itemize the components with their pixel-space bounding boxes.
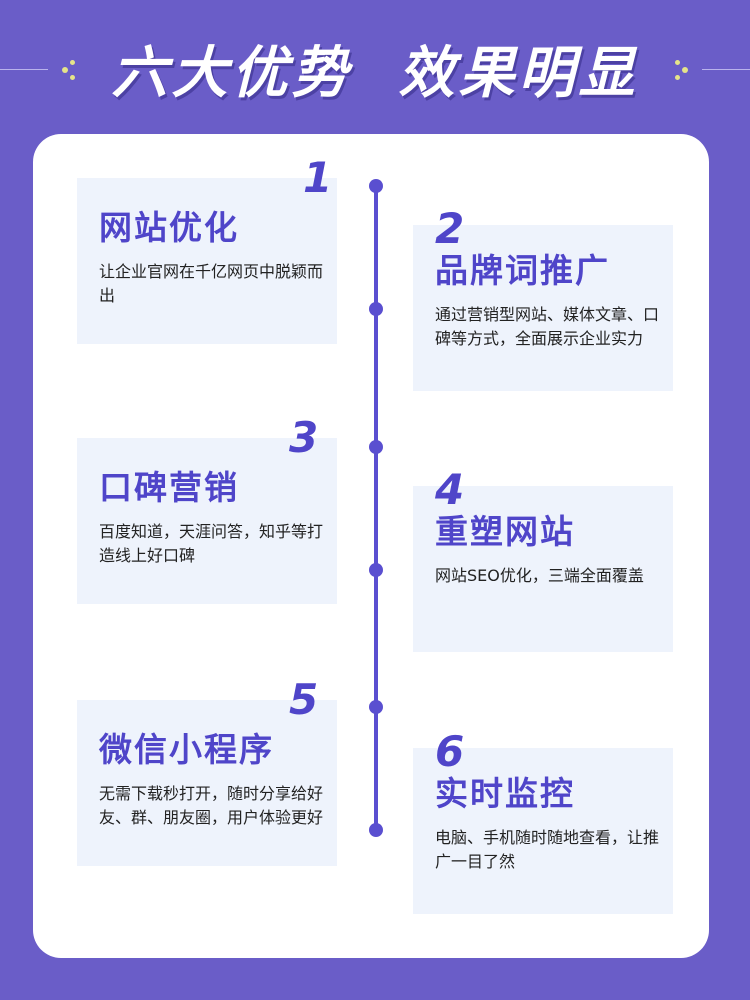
timeline-node (369, 440, 383, 454)
timeline-line (374, 184, 378, 830)
item-title: 口碑营销 (99, 468, 239, 507)
advantage-item-6: 6 实时监控 电脑、手机随时随地查看，让推广一目了然 (413, 730, 673, 914)
timeline-node (369, 823, 383, 837)
item-description: 网站SEO优化，三端全面覆盖 (435, 566, 644, 585)
timeline-node (369, 563, 383, 577)
item-title: 网站优化 (99, 208, 239, 247)
timeline-node (369, 700, 383, 714)
header: 六大优势 效果明显 (0, 0, 750, 135)
advantage-item-1: 1 网站优化 让企业官网在千亿网页中脱颖而出 (77, 156, 337, 344)
item-number: 3 (289, 413, 319, 462)
item-number: 2 (435, 204, 465, 253)
item-description: 无需下载秒打开，随时分享给好友、群、朋友圈，用户体验更好 (99, 784, 324, 827)
item-title: 实时监控 (435, 774, 575, 813)
advantage-item-2: 2 品牌词推广 通过营销型网站、媒体文章、口碑等方式，全面展示企业实力 (413, 207, 673, 391)
right-decoration (660, 55, 750, 85)
item-number: 4 (435, 465, 465, 514)
item-description: 百度知道，天涯问答，知乎等打造线上好口碑 (99, 522, 324, 565)
item-title: 重塑网站 (435, 512, 575, 551)
advantage-item-5: 5 微信小程序 无需下载秒打开，随时分享给好友、群、朋友圈，用户体验更好 (77, 678, 337, 866)
timeline-node (369, 302, 383, 316)
item-description: 电脑、手机随时随地查看，让推广一目了然 (435, 828, 660, 871)
item-description: 通过营销型网站、媒体文章、口碑等方式，全面展示企业实力 (435, 305, 660, 348)
item-title: 品牌词推广 (435, 251, 610, 290)
item-description: 让企业官网在千亿网页中脱颖而出 (99, 262, 324, 305)
left-decoration (0, 55, 90, 85)
advantage-item-3: 3 口碑营销 百度知道，天涯问答，知乎等打造线上好口碑 (77, 416, 337, 604)
page-title: 六大优势 效果明显 (111, 41, 639, 106)
timeline-node (369, 179, 383, 193)
item-title: 微信小程序 (99, 730, 274, 769)
item-number: 5 (289, 675, 319, 724)
advantage-item-4: 4 重塑网站 网站SEO优化，三端全面覆盖 (413, 468, 673, 652)
item-number: 1 (303, 153, 333, 202)
item-number: 6 (435, 727, 465, 776)
